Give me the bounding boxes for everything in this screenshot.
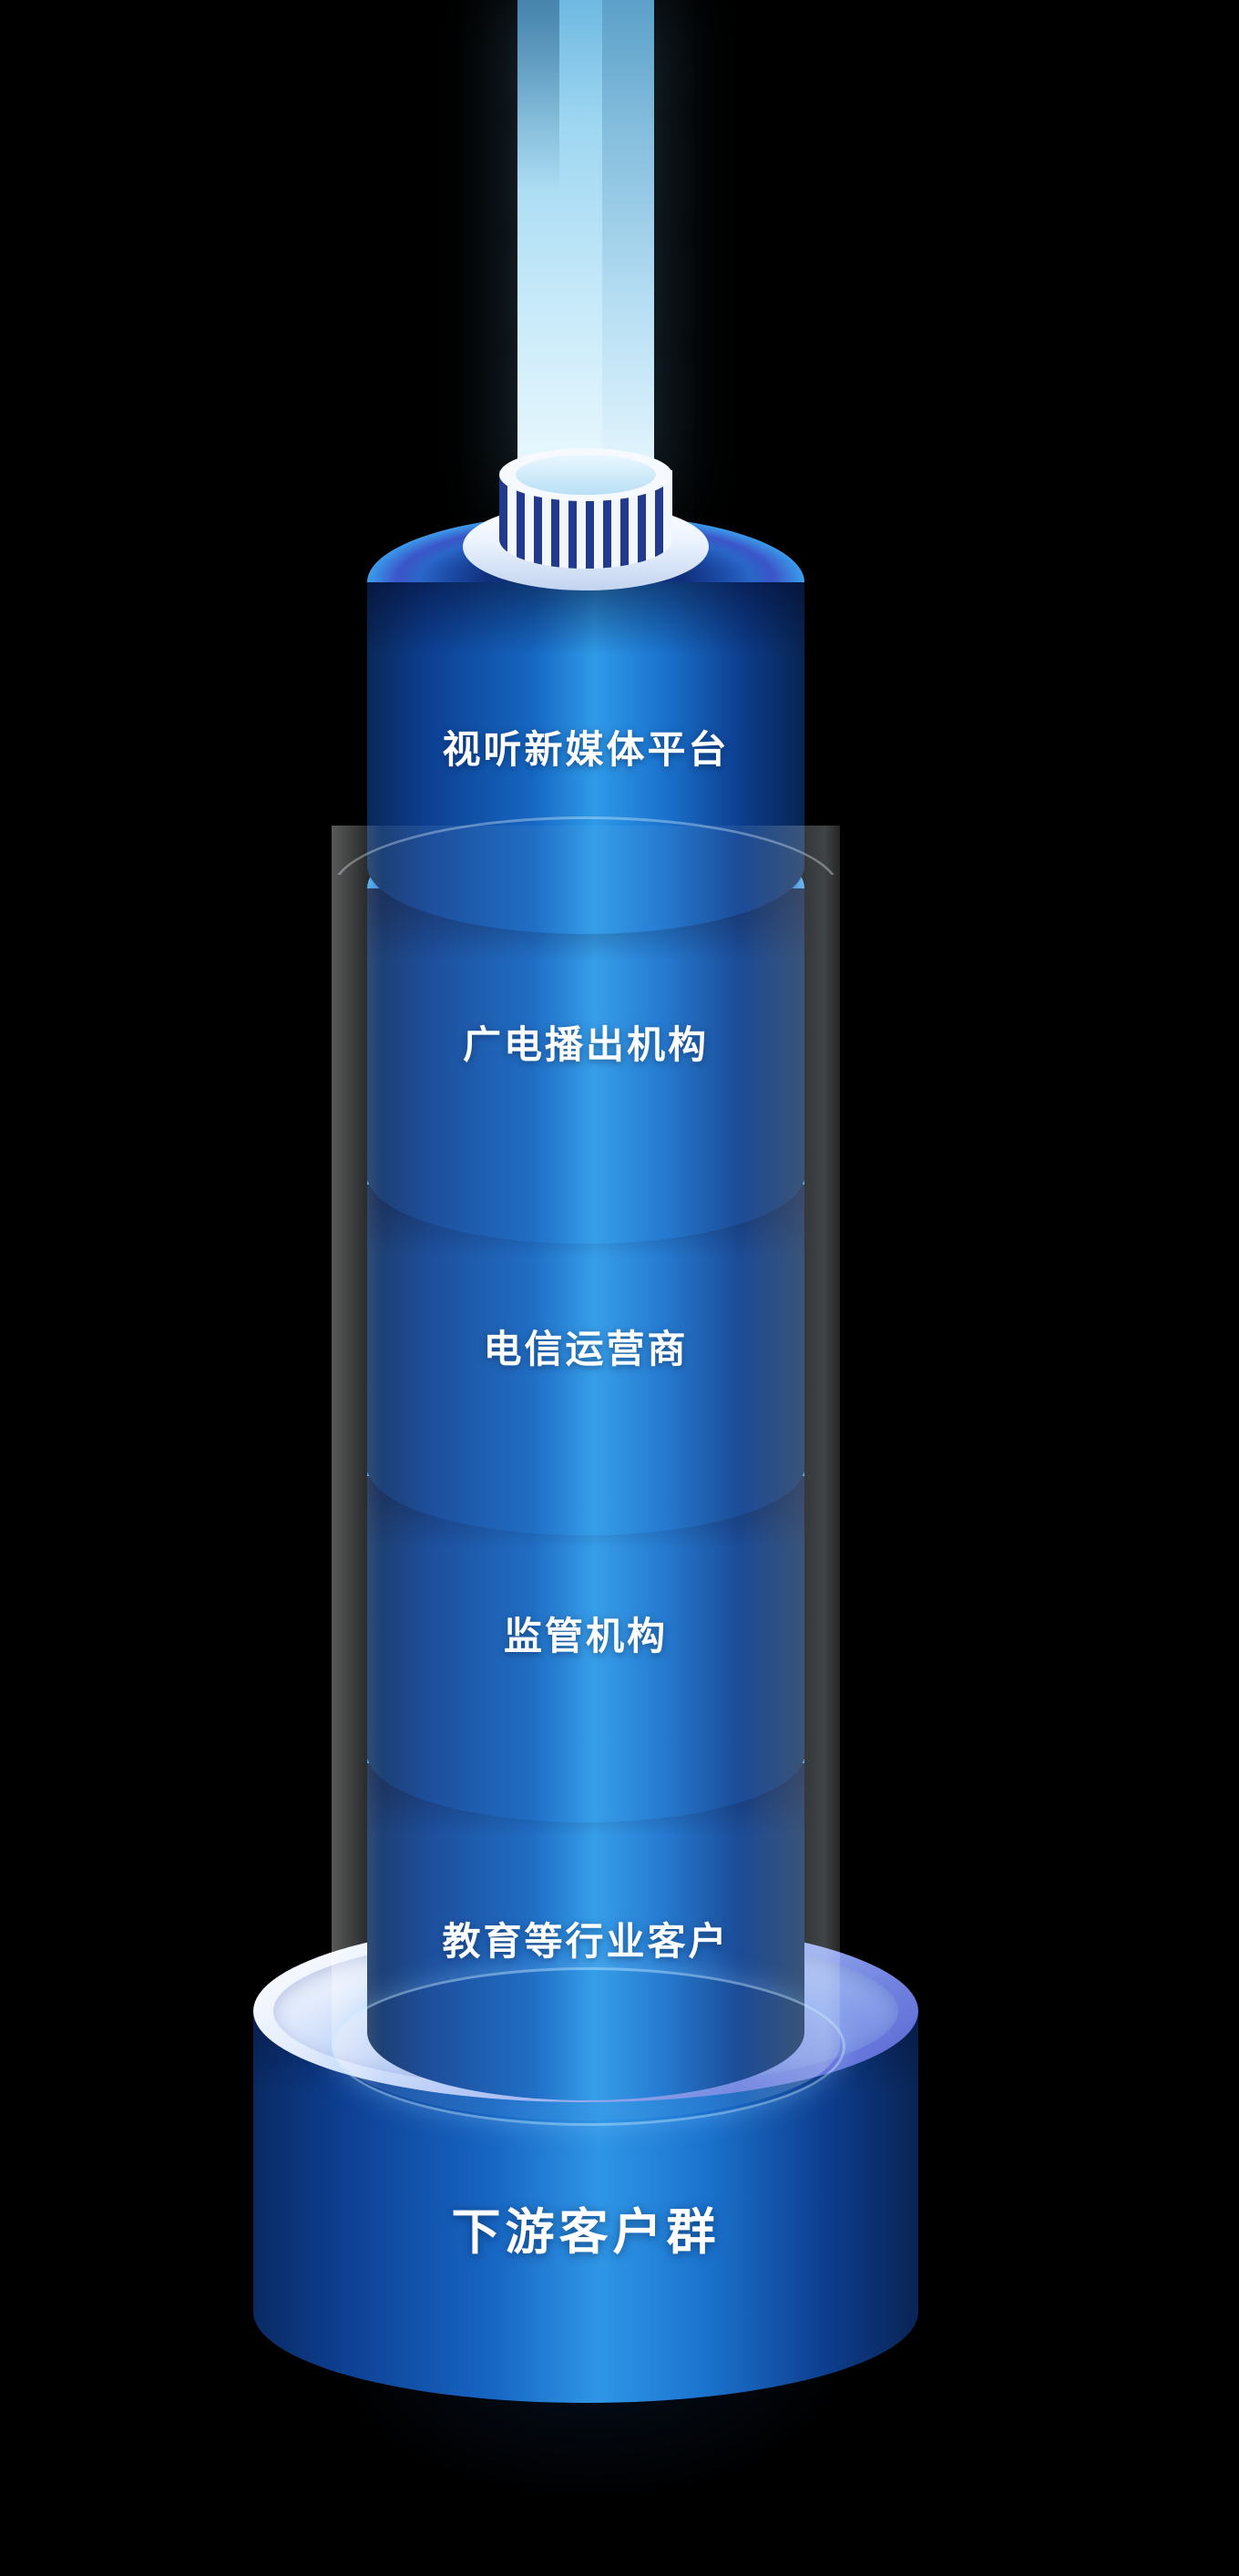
layer-cylinder-1-body (367, 582, 804, 934)
glass-tube-bottom-rim (332, 1967, 845, 2126)
layer-label-4: 监管机构 (367, 1617, 804, 1656)
light-beam (517, 0, 654, 497)
layer-label-5: 教育等行业客户 (367, 1923, 804, 1961)
base-label: 下游客户群 (451, 2203, 721, 2261)
layer-label-2: 广电播出机构 (367, 1026, 804, 1064)
glass-tube (332, 826, 840, 2120)
cap-top-face (516, 455, 656, 495)
glass-tube-top-rim (332, 816, 840, 875)
layer-label-3: 电信运营商 (367, 1330, 804, 1369)
layer-label-1: 视听新媒体平台 (442, 727, 730, 772)
